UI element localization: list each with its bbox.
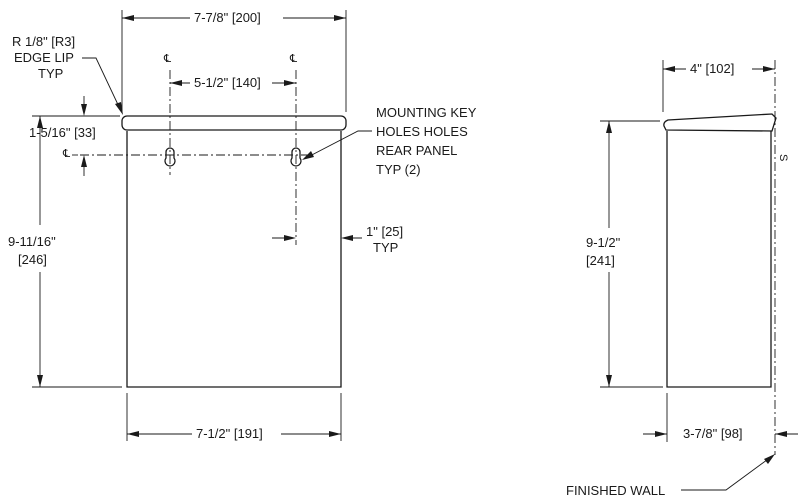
- centerline-symbol-left: ℄: [163, 53, 171, 65]
- front-top-lip: [121, 115, 347, 131]
- dim-edge-offset-line2: TYP: [373, 240, 398, 255]
- centerline-symbol-right: ℄: [289, 53, 297, 65]
- side-body-outline: [666, 131, 772, 388]
- dim-overall-height-line2: [246]: [18, 252, 47, 267]
- wall-symbol: S: [777, 154, 789, 161]
- dim-side-top-depth-label: 4" [102]: [690, 61, 734, 76]
- mounting-note-line2: HOLES HOLES: [376, 124, 468, 139]
- mounting-holes-callout: MOUNTING KEY HOLES HOLES REAR PANEL TYP …: [302, 105, 477, 177]
- front-view: ℄ ℄ ℄ 7-7/8" [200] 5-1/2" [140] R 1/8" […: [8, 10, 477, 441]
- edge-lip-line1: R 1/8" [R3]: [12, 34, 75, 49]
- mounting-note-line4: TYP (2): [376, 162, 421, 177]
- finished-wall-callout: FINISHED WALL: [566, 454, 775, 498]
- mounting-note-line3: REAR PANEL: [376, 143, 457, 158]
- dim-edge-offset-line1: 1" [25]: [366, 224, 403, 239]
- finished-wall-label: FINISHED WALL: [566, 483, 665, 498]
- dim-body-width: 7-1/2" [191]: [126, 393, 342, 441]
- mounting-note-line1: MOUNTING KEY: [376, 105, 477, 120]
- centerline-symbol-hole-row: ℄: [62, 148, 70, 160]
- dim-side-height-line2: [241]: [586, 253, 615, 268]
- side-sloped-lid: [663, 113, 777, 132]
- dim-side-bottom-depth-label: 3-7/8" [98]: [683, 426, 743, 441]
- front-body-outline: [126, 131, 342, 388]
- keyhole-right-icon: [290, 147, 302, 167]
- dim-hole-spacing: 5-1/2" [140]: [170, 75, 296, 90]
- dim-side-height-line1: 9-1/2": [586, 235, 621, 250]
- dim-body-width-label: 7-1/2" [191]: [196, 426, 263, 441]
- dim-hole-spacing-label: 5-1/2" [140]: [194, 75, 261, 90]
- dim-edge-offset: 1" [25] TYP: [272, 224, 403, 255]
- dim-hole-drop: 1-5/16" [33]: [29, 96, 120, 176]
- edge-lip-callout: R 1/8" [R3] EDGE LIP TYP: [12, 34, 123, 115]
- edge-lip-line2: EDGE LIP: [14, 50, 74, 65]
- edge-lip-line3: TYP: [38, 66, 63, 81]
- dim-overall-height-line1: 9-11/16": [8, 234, 56, 249]
- dim-side-height: 9-1/2" [241]: [586, 120, 663, 388]
- dim-overall-width: 7-7/8" [200]: [121, 10, 347, 112]
- dim-overall-height: 9-11/16" [246]: [8, 115, 122, 388]
- dim-hole-drop-label: 1-5/16" [33]: [29, 125, 96, 140]
- dim-side-top-depth: 4" [102]: [662, 60, 775, 112]
- dim-overall-width-label: 7-7/8" [200]: [194, 10, 261, 25]
- side-view: S 4" [102] 9-1/2" [241]: [566, 60, 798, 498]
- dim-side-bottom-depth: 3-7/8" [98]: [643, 393, 798, 442]
- keyhole-left-icon: [164, 147, 176, 167]
